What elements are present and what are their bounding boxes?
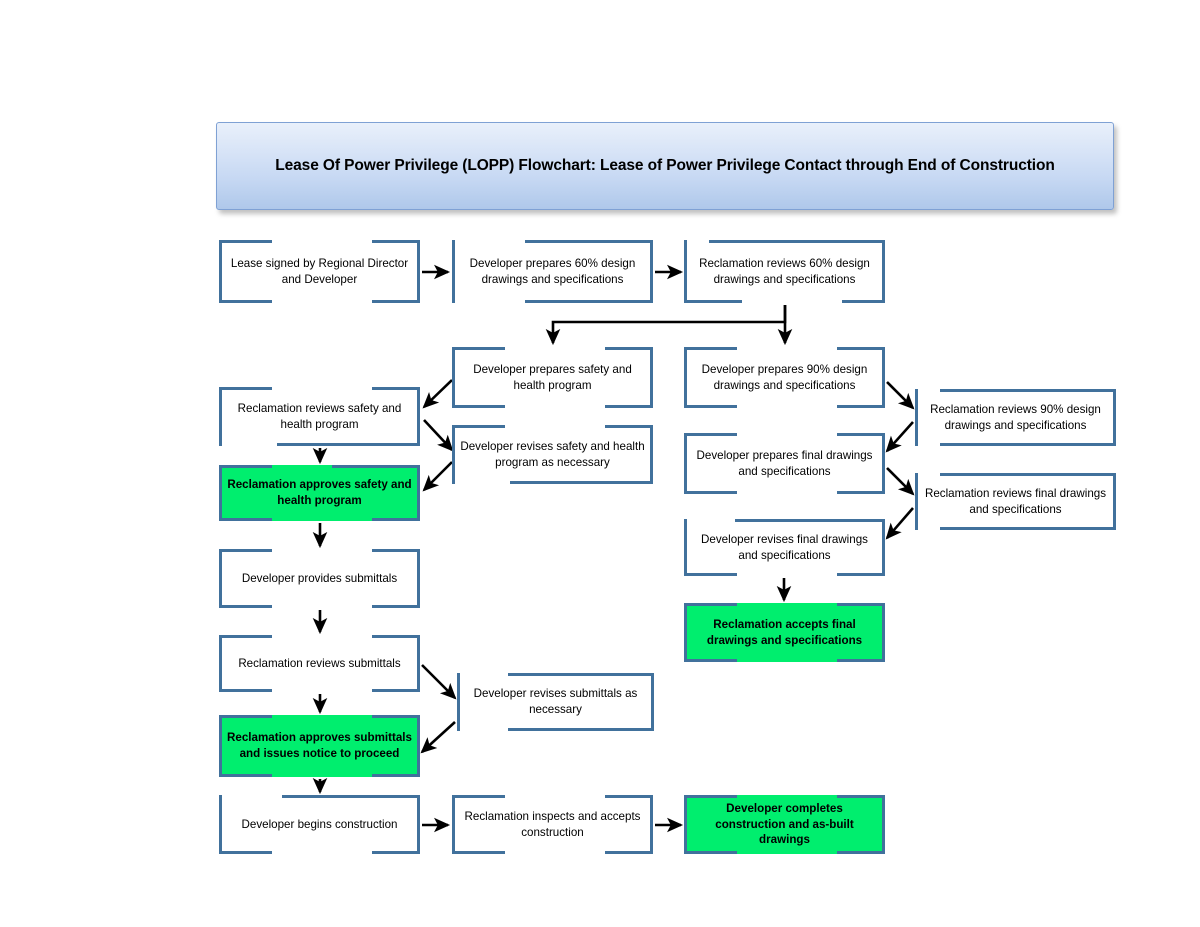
bevel-notch-bottom (918, 443, 940, 446)
node-label: Reclamation approves safety and health p… (227, 478, 412, 507)
bevel-notch-top (272, 715, 372, 718)
bevel-notch-top (687, 519, 735, 522)
bevel-notch-bottom (737, 659, 837, 662)
bevel-notch-bottom (455, 300, 525, 303)
node-reclamation-reviews-final-drawings[interactable]: Reclamation reviews final drawings and s… (915, 473, 1116, 530)
bevel-notch-bottom (272, 518, 372, 521)
node-label: Reclamation accepts final drawings and s… (706, 617, 863, 647)
node-label: Developer revises safety and health prog… (460, 439, 645, 469)
node-lease-signed[interactable]: Lease signed by Regional Director and De… (219, 240, 420, 303)
bevel-notch-bottom (455, 481, 510, 484)
bevel-notch-top (737, 603, 837, 606)
node-label: Developer prepares safety and health pro… (473, 362, 632, 392)
bevel-notch-top (272, 240, 372, 243)
bevel-notch-bottom (505, 405, 605, 408)
node-developer-revises-final-drawings[interactable]: Developer revises final drawings and spe… (684, 519, 885, 576)
bevel-notch-bottom (505, 851, 605, 854)
bevel-notch-top (272, 387, 372, 390)
bevel-notch-top (737, 795, 837, 798)
bevel-notch-bottom (737, 491, 837, 494)
bevel-notch-top (272, 635, 372, 638)
bevel-notch-bottom (737, 573, 837, 576)
bevel-notch-top (460, 673, 508, 676)
node-label: Developer completes construction and as-… (715, 802, 854, 847)
bevel-notch-bottom (272, 851, 372, 854)
node-label: Reclamation reviews 60% design drawings … (699, 256, 870, 286)
node-label: Developer prepares 60% design drawings a… (469, 256, 636, 286)
node-developer-prepares-safety-program[interactable]: Developer prepares safety and health pro… (452, 347, 653, 408)
bevel-notch-bottom (918, 527, 940, 530)
node-label: Developer provides submittals (241, 571, 398, 585)
bevel-notch-bottom (272, 689, 372, 692)
bevel-notch-top (222, 795, 282, 798)
node-reclamation-accepts-final-drawings[interactable]: Reclamation accepts final drawings and s… (684, 603, 885, 662)
node-reclamation-reviews-safety-program[interactable]: Reclamation reviews safety and health pr… (219, 387, 420, 446)
flowchart-title-banner: Lease Of Power Privilege (LOPP) Flowchar… (216, 122, 1114, 210)
bevel-notch-bottom (272, 300, 372, 303)
node-developer-begins-construction[interactable]: Developer begins construction (219, 795, 420, 854)
bevel-notch-bottom (737, 851, 837, 854)
node-reclamation-reviews-90-design[interactable]: Reclamation reviews 90% design drawings … (915, 389, 1116, 446)
node-label: Reclamation reviews safety and health pr… (237, 401, 402, 431)
bevel-notch-top (505, 347, 605, 350)
node-label: Reclamation reviews 90% design drawings … (930, 402, 1101, 432)
bevel-notch-top (272, 549, 372, 552)
bevel-notch-top (687, 240, 709, 243)
bevel-notch-bottom (272, 605, 372, 608)
node-label: Reclamation reviews submittals (238, 656, 401, 670)
node-developer-revises-safety-program[interactable]: Developer revises safety and health prog… (452, 425, 653, 484)
bevel-notch-top (272, 465, 332, 468)
bevel-notch-bottom (222, 443, 277, 446)
node-reclamation-approves-safety-program[interactable]: Reclamation approves safety and health p… (219, 465, 420, 521)
bevel-notch-top (737, 433, 837, 436)
bevel-notch-bottom (272, 774, 372, 777)
bevel-notch-bottom (460, 728, 508, 731)
node-developer-prepares-90-design[interactable]: Developer prepares 90% design drawings a… (684, 347, 885, 408)
bevel-notch-top (505, 795, 605, 798)
node-label: Reclamation reviews final drawings and s… (924, 486, 1107, 516)
node-reclamation-approves-submittals[interactable]: Reclamation approves submittals and issu… (219, 715, 420, 777)
node-label: Developer prepares 90% design drawings a… (701, 362, 868, 392)
node-reclamation-reviews-60-design[interactable]: Reclamation reviews 60% design drawings … (684, 240, 885, 303)
bevel-notch-top (918, 389, 940, 392)
bevel-notch-bottom (742, 300, 842, 303)
node-developer-revises-submittals[interactable]: Developer revises submittals as necessar… (457, 673, 654, 731)
node-reclamation-reviews-submittals[interactable]: Reclamation reviews submittals (219, 635, 420, 692)
bevel-notch-top (737, 347, 837, 350)
bevel-notch-top (505, 425, 605, 428)
bevel-notch-top (455, 240, 525, 243)
page-title: Lease Of Power Privilege (LOPP) Flowchar… (275, 157, 1055, 174)
bevel-notch-bottom (737, 405, 837, 408)
node-label: Reclamation approves submittals and issu… (227, 731, 412, 760)
node-developer-prepares-60-design[interactable]: Developer prepares 60% design drawings a… (452, 240, 653, 303)
node-developer-prepares-final-drawings[interactable]: Developer prepares final drawings and sp… (684, 433, 885, 494)
node-reclamation-inspects-construction[interactable]: Reclamation inspects and accepts constru… (452, 795, 653, 854)
node-label: Developer prepares final drawings and sp… (696, 448, 873, 478)
node-label: Developer begins construction (241, 817, 398, 831)
node-label: Reclamation inspects and accepts constru… (464, 809, 641, 839)
node-label: Lease signed by Regional Director and De… (230, 256, 409, 286)
node-label: Developer revises final drawings and spe… (701, 532, 868, 562)
bevel-notch-top (918, 473, 940, 476)
node-developer-provides-submittals[interactable]: Developer provides submittals (219, 549, 420, 608)
node-label: Developer revises submittals as necessar… (473, 687, 638, 716)
node-developer-completes-construction[interactable]: Developer completes construction and as-… (684, 795, 885, 854)
